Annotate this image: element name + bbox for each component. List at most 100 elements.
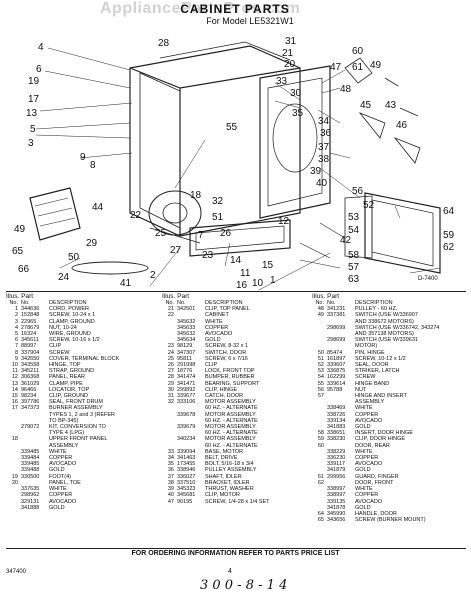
part-no: 342650 (21, 355, 40, 362)
callout-50: 50 (68, 252, 80, 263)
callout-49b: 49 (14, 224, 26, 235)
callout-15: 15 (262, 260, 274, 271)
callout-29: 29 (86, 238, 98, 249)
part-description: COPPER (49, 455, 73, 462)
part-description: BASE, MOTOR (205, 448, 244, 455)
header-illus-part: Illus. Part (312, 293, 340, 300)
part-description: SWITCH (USE W/339631 (355, 337, 418, 344)
table-bottom-rule (6, 548, 466, 549)
callout-4: 4 (38, 42, 44, 53)
page-title: CABINET PARTS (180, 2, 290, 16)
callout-54: 54 (348, 225, 360, 236)
part-no: 337381 (327, 312, 346, 319)
part-no: 339094 (177, 448, 196, 455)
illus-no: 33 (167, 448, 174, 455)
callout-42: 42 (340, 235, 352, 246)
part-description: SCREW, 10-24 x 1 (49, 312, 96, 319)
callout-55: 55 (226, 122, 238, 133)
part-description: MOTOR) (355, 343, 378, 350)
part-no: 18776 (177, 368, 193, 375)
illus-no: 59 (317, 436, 324, 443)
part-no: 299892 (177, 386, 196, 393)
illus-no: 39 (167, 486, 174, 493)
cabinet-outline (129, 45, 301, 237)
part-description: PULLEY ASSEMBLY (205, 467, 257, 474)
part-description: DOOR, FRONT (355, 479, 394, 486)
part-description: AVOCADO (49, 498, 77, 505)
part-description: STRIKER, LATCH (355, 368, 400, 375)
part-description: INSERT, DOOR HINGE (355, 430, 413, 437)
part-description: SWITCH (USE W/336742, 343274 (355, 324, 440, 331)
part-description: SCREW, 6 x 7/16 (205, 355, 248, 362)
part-no: 339677 (177, 393, 196, 400)
part-no: 345611 (21, 337, 39, 344)
watermark: AppliancePartsPros.com (100, 0, 301, 17)
part-description: GOLD (49, 504, 65, 511)
part-description: CLAMP, PIPE (49, 380, 83, 387)
illus-no: 28 (167, 374, 174, 381)
part-description: UPPER FRONT PANEL (49, 436, 108, 443)
part-no: 338726 (327, 411, 346, 418)
part-description: MOTOR ASSEMBLY (205, 436, 256, 443)
illus-no: 62 (317, 479, 324, 486)
part-no: 279072 (21, 424, 40, 431)
part-description: CLIP (205, 362, 218, 369)
part-no: 339485 (21, 461, 40, 468)
part-description: GOLD (205, 337, 221, 344)
part-description: 60 HZ. - ALTERNATE (205, 430, 258, 437)
rear-panel (259, 65, 331, 219)
callout-3: 3 (28, 138, 34, 149)
callout-61: 61 (352, 62, 364, 73)
illus-no: 15 (11, 393, 18, 400)
illus-no: 58 (317, 430, 324, 437)
part-description: DOOR, REAR (355, 442, 390, 449)
part-no: 339678 (177, 411, 196, 418)
callout-51: 51 (212, 212, 224, 223)
part-description: PIN, HINGE (355, 349, 385, 356)
header-illus-part: Illus. Part (6, 293, 34, 300)
part-no: 98129 (177, 343, 193, 350)
illus-no: 65 (317, 517, 324, 524)
callout-32: 32 (212, 196, 224, 207)
callout-66: 66 (18, 264, 30, 275)
part-description: WHITE (355, 486, 373, 493)
table-row: 60 HZ. - ALTERNATE (162, 405, 312, 411)
part-description: ASSEMBLY (49, 442, 79, 449)
illus-no: 3 (14, 318, 18, 325)
illus-no: 50 (317, 349, 324, 356)
part-no: 338997 (327, 486, 346, 493)
part-no: 336027 (177, 473, 196, 480)
part-description: CABINET (205, 312, 229, 319)
part-description: MOTOR ASSEMBLY (205, 411, 256, 418)
illus-no: 13 (11, 380, 18, 387)
drive-belt (71, 261, 149, 275)
part-no: 345634 (177, 337, 196, 344)
table-top-rule (6, 291, 466, 292)
part-no: 98234 (21, 393, 37, 400)
part-no: 339135 (327, 498, 346, 505)
